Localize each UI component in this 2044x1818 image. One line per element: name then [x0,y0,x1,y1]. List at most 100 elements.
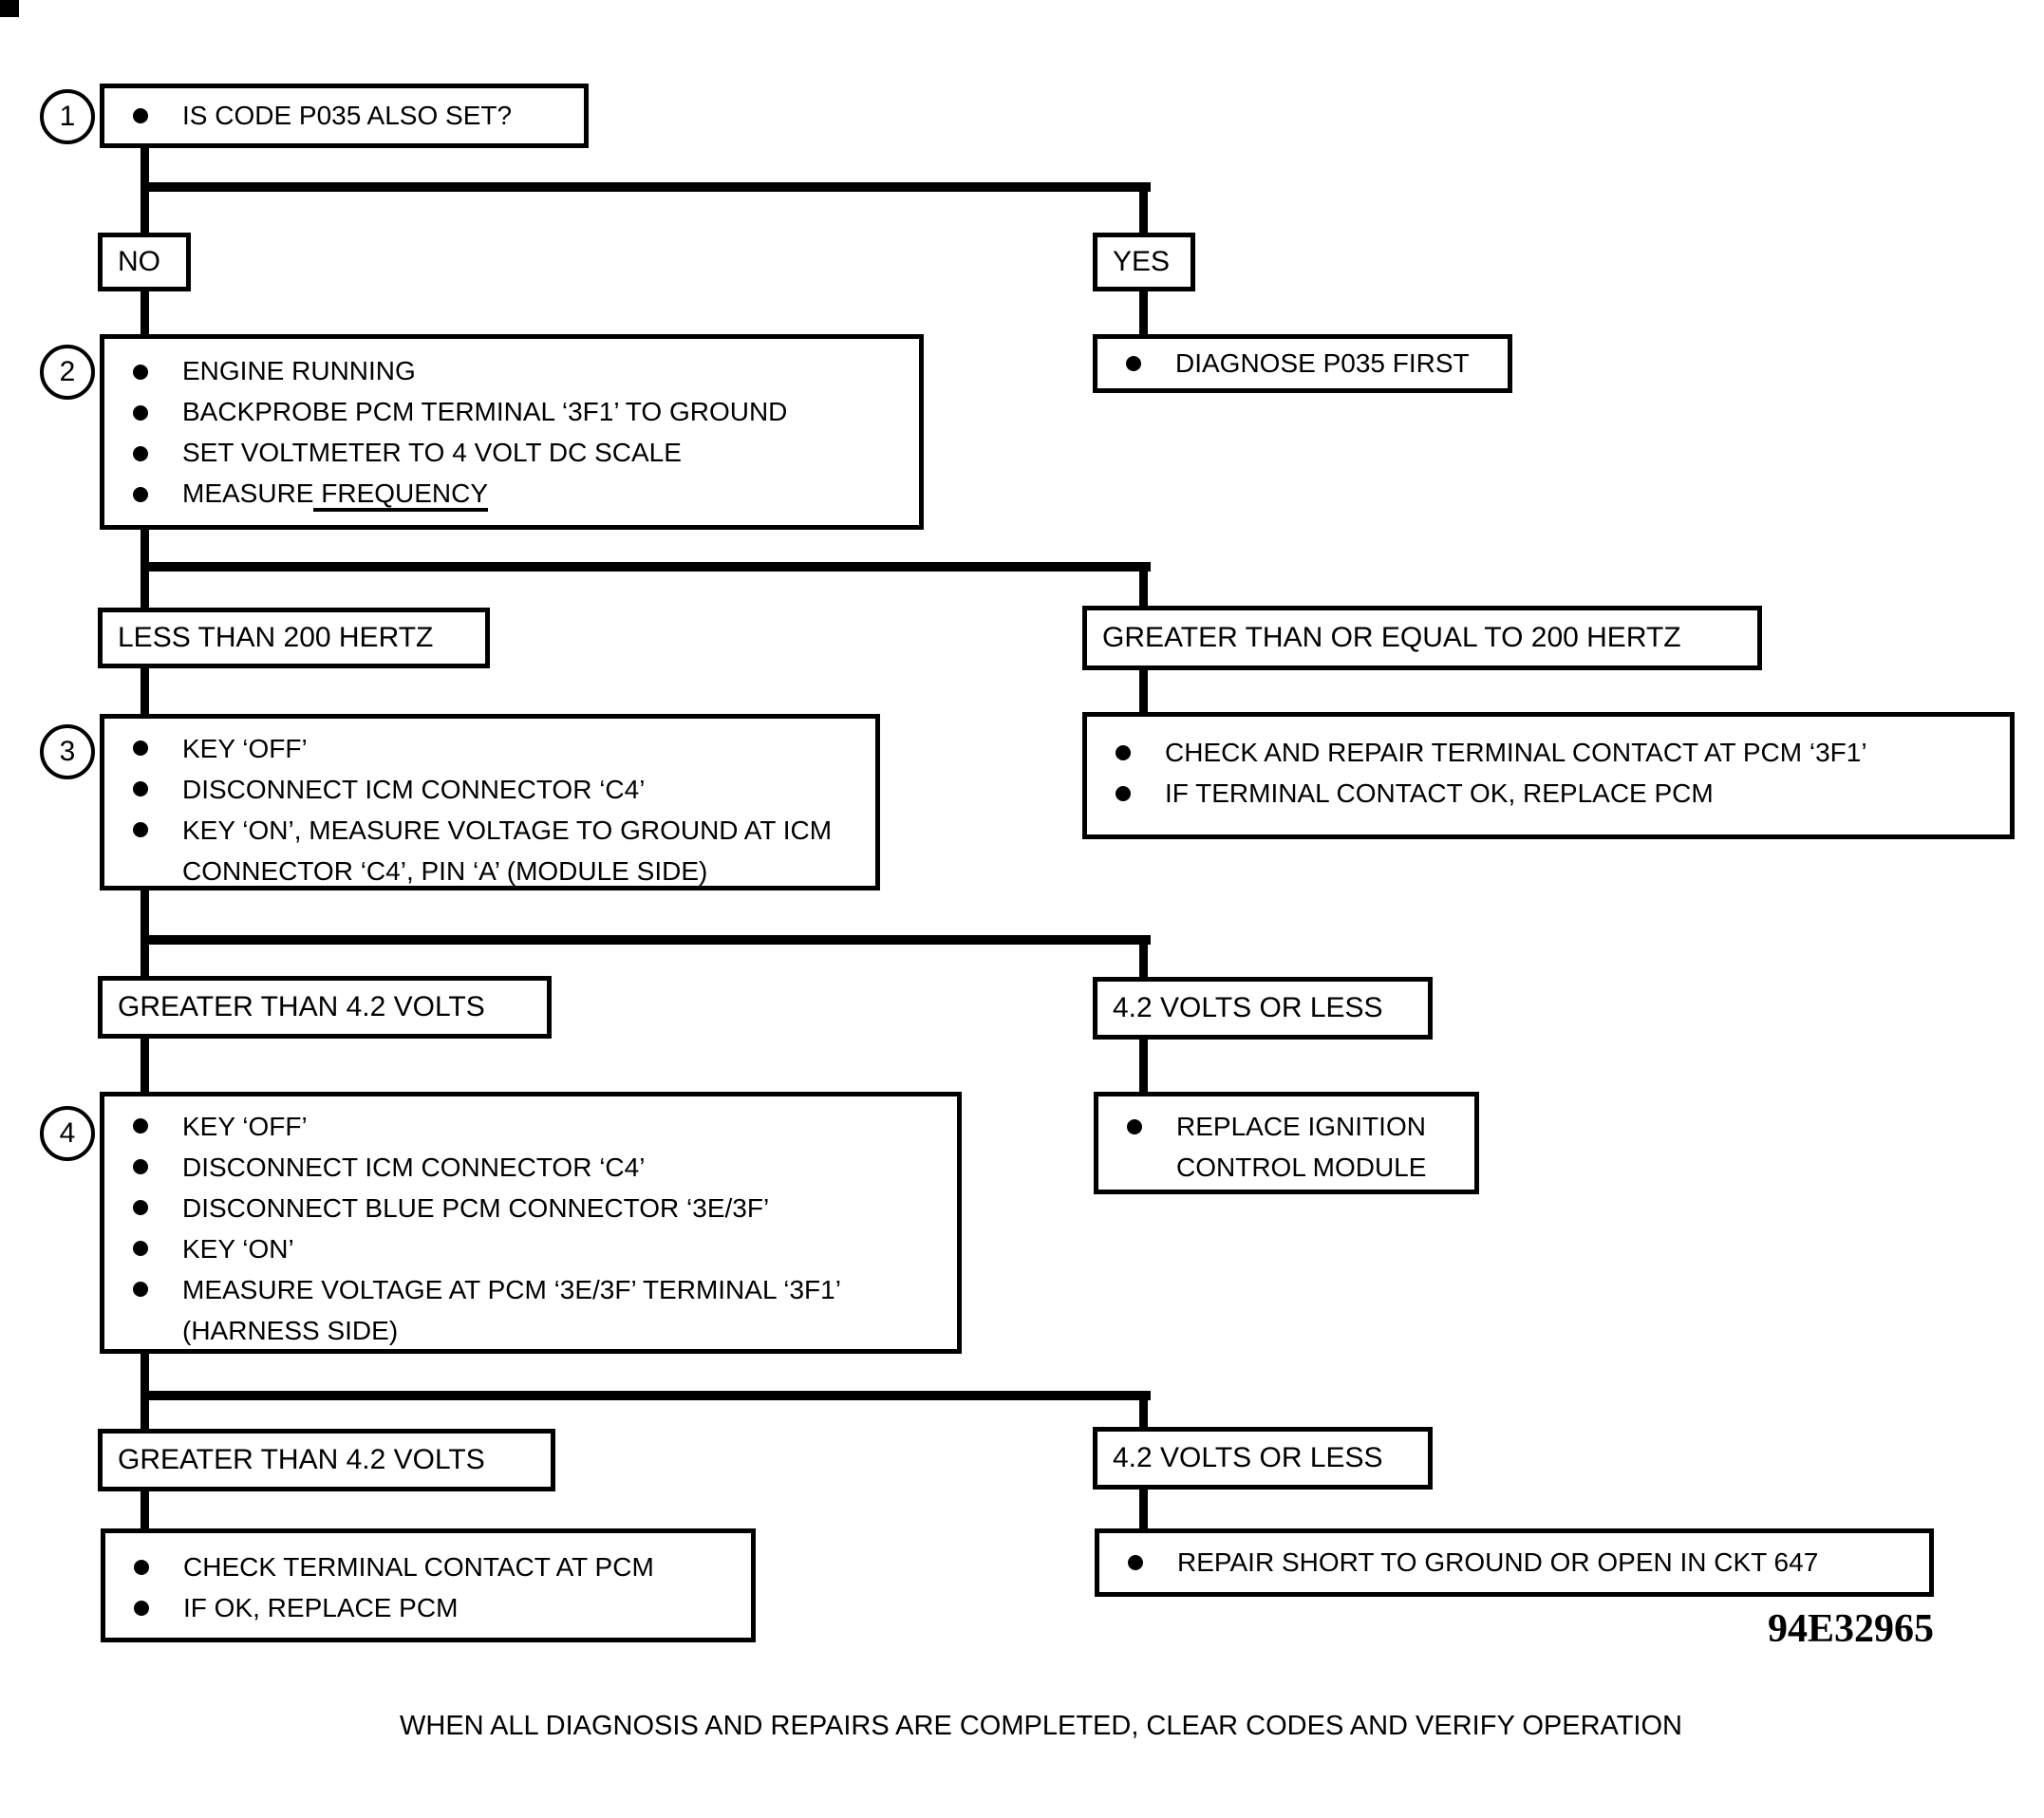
connector-line [141,562,149,608]
replace-icm-text: REPLACE IGNITION CONTROL MODULE [1176,1112,1427,1182]
step4-item: MEASURE VOLTAGE AT PCM ‘3E/3F’ TERMINAL … [182,1275,840,1345]
bullet-icon [1116,745,1131,760]
list-item: REPLACE IGNITION CONTROL MODULE [1098,1106,1474,1188]
step-number-label: 1 [59,101,76,132]
list-item: SET VOLTMETER TO 4 VOLT DC SCALE [104,432,919,473]
connector-line [1139,935,1148,977]
step2-item: SET VOLTMETER TO 4 VOLT DC SCALE [182,438,682,467]
list-item: KEY ‘OFF’ [104,728,875,769]
list-item: DISCONNECT ICM CONNECTOR ‘C4’ [104,769,875,810]
list-item: KEY ‘ON’ [104,1228,957,1269]
repair-short-text: REPAIR SHORT TO GROUND OR OPEN IN CKT 64… [1177,1547,1819,1577]
step4-item: KEY ‘OFF’ [182,1112,308,1141]
list-item: IF OK, REPLACE PCM [105,1587,751,1628]
branch-ge-200-hertz-label: GREATER THAN OR EQUAL TO 200 HERTZ [1102,622,1681,653]
step-number-label: 3 [59,736,76,767]
step4-item: KEY ‘ON’ [182,1234,294,1264]
connector-line [141,890,149,945]
bullet-icon [133,781,148,797]
list-item: IF TERMINAL CONTACT OK, REPLACE PCM [1087,773,2010,814]
branch-le-42-volts-label-1: 4.2 VOLTS OR LESS [1113,992,1383,1023]
check-terminal-item: IF OK, REPLACE PCM [183,1593,459,1622]
connector-line [141,1391,1151,1400]
bullet-icon [1127,1119,1142,1134]
connector-line [141,935,149,976]
frequency-underlined-label: FREQUENCY [313,478,489,512]
step-number-2: 2 [40,345,95,400]
footer-caption: WHEN ALL DIAGNOSIS AND REPAIRS ARE COMPL… [400,1711,1682,1741]
list-item: KEY ‘ON’, MEASURE VOLTAGE TO GROUND AT I… [104,810,875,891]
bullet-icon [134,1560,149,1575]
step1-text: IS CODE P035 ALSO SET? [182,101,513,130]
connector-line [141,1491,149,1528]
bullet-icon [133,740,148,756]
step2-item: BACKPROBE PCM TERMINAL ‘3F1’ TO GROUND [182,397,788,426]
list-item: ENGINE RUNNING [104,350,919,391]
figure-number: 94E32965 [1768,1607,1935,1651]
step2-item: ENGINE RUNNING [182,356,416,385]
diagnose-first-text: DIAGNOSE P035 FIRST [1175,348,1470,378]
check-repair-item: IF TERMINAL CONTACT OK, REPLACE PCM [1165,778,1714,808]
connector-line [141,530,149,572]
bullet-icon [133,1159,148,1174]
bullet-icon [1116,786,1131,801]
replace-icm-box: REPLACE IGNITION CONTROL MODULE [1094,1092,1479,1194]
connector-line [141,1354,149,1400]
connector-line [141,1039,149,1092]
step4-item: DISCONNECT ICM CONNECTOR ‘C4’ [182,1153,646,1182]
connector-line [141,562,1151,572]
step-number-4: 4 [40,1106,95,1161]
repair-short-box: REPAIR SHORT TO GROUND OR OPEN IN CKT 64… [1095,1528,1934,1597]
step4-box: KEY ‘OFF’ DISCONNECT ICM CONNECTOR ‘C4’ … [100,1092,962,1354]
connector-line [1139,1391,1148,1427]
list-item: CHECK TERMINAL CONTACT AT PCM [105,1546,751,1587]
step4-item: DISCONNECT BLUE PCM CONNECTOR ‘3E/3F’ [182,1193,770,1223]
step-number-3: 3 [40,724,95,779]
connector-line [1139,1490,1148,1528]
step-number-1: 1 [40,89,95,144]
list-item: DISCONNECT BLUE PCM CONNECTOR ‘3E/3F’ [104,1188,957,1228]
check-terminal-box: CHECK TERMINAL CONTACT AT PCM IF OK, REP… [101,1528,756,1642]
connector-line [141,182,149,233]
step-number-label: 2 [59,356,76,387]
bullet-icon [1126,356,1141,371]
branch-yes-label: YES [1113,246,1171,277]
bullet-icon [1128,1555,1143,1570]
branch-less-200-hertz-box: LESS THAN 200 HERTZ [98,608,490,668]
connector-line [1139,182,1148,233]
connector-line [141,935,1151,945]
check-terminal-item: CHECK TERMINAL CONTACT AT PCM [183,1552,654,1582]
bullet-icon [134,1601,149,1616]
step3-item: DISCONNECT ICM CONNECTOR ‘C4’ [182,775,646,804]
step2-item-measure: MEASURE FREQUENCY [182,473,919,514]
list-item: BACKPROBE PCM TERMINAL ‘3F1’ TO GROUND [104,391,919,432]
step1-box: IS CODE P035 ALSO SET? [100,84,589,148]
branch-ge-200-hertz-box: GREATER THAN OR EQUAL TO 200 HERTZ [1082,606,1762,670]
step-number-label: 4 [59,1117,76,1149]
bullet-icon [133,1282,148,1297]
bullet-icon [133,1118,148,1134]
connector-line [141,668,149,714]
bullet-icon [133,1241,148,1256]
branch-no-label: NO [118,246,160,277]
branch-gt-42-volts-label-1: GREATER THAN 4.2 VOLTS [118,991,485,1022]
branch-gt-42-volts-box-1: GREATER THAN 4.2 VOLTS [98,976,552,1039]
connector-line [141,1391,149,1429]
connector-line [1139,670,1148,712]
list-item: MEASURE VOLTAGE AT PCM ‘3E/3F’ TERMINAL … [104,1269,957,1351]
branch-gt-42-volts-box-2: GREATER THAN 4.2 VOLTS [98,1429,555,1491]
bullet-icon [133,108,148,123]
branch-le-42-volts-box-1: 4.2 VOLTS OR LESS [1093,977,1433,1040]
branch-le-42-volts-label-2: 4.2 VOLTS OR LESS [1113,1442,1383,1473]
list-item: KEY ‘OFF’ [104,1106,957,1147]
branch-yes-box: YES [1093,233,1195,291]
step3-box: KEY ‘OFF’ DISCONNECT ICM CONNECTOR ‘C4’ … [100,714,880,890]
bullet-icon [133,1200,148,1215]
bullet-icon [133,487,148,502]
bullet-icon [133,405,148,421]
bullet-icon [133,365,148,380]
branch-gt-42-volts-label-2: GREATER THAN 4.2 VOLTS [118,1444,485,1475]
step3-item: KEY ‘OFF’ [182,734,308,763]
list-item: MEASURE FREQUENCY [104,473,919,514]
